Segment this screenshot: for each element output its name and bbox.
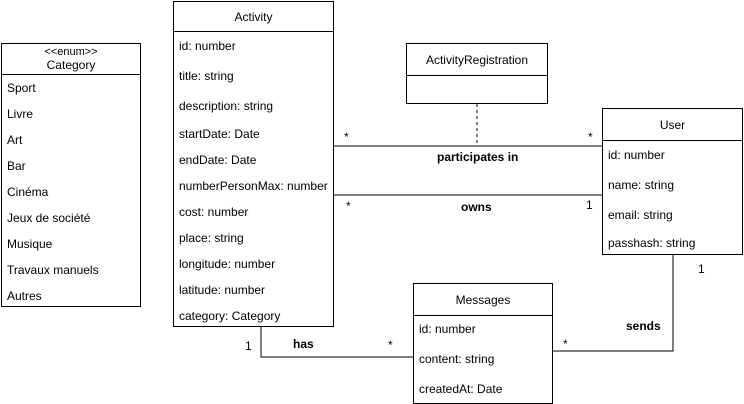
activity-field: longitude: number bbox=[179, 257, 276, 271]
activity-field: latitude: number bbox=[179, 283, 266, 297]
activity-registration-class[interactable]: ActivityRegistration bbox=[406, 43, 548, 104]
user-field: id: number bbox=[608, 148, 665, 162]
activity-field: description: string bbox=[179, 99, 274, 113]
category-stereotype: <<enum>> bbox=[44, 46, 98, 58]
category-value: Livre bbox=[7, 107, 34, 121]
category-value: Musique bbox=[7, 237, 53, 251]
has-activity-multiplicity: 1 bbox=[245, 339, 252, 353]
category-value: Sport bbox=[7, 81, 36, 95]
category-class-name: Category bbox=[46, 58, 96, 72]
sends-messages-multiplicity: * bbox=[563, 337, 568, 351]
messages-field: id: number bbox=[419, 322, 476, 336]
participates-in-label: participates in bbox=[437, 150, 519, 164]
owns-user-multiplicity: 1 bbox=[586, 198, 593, 212]
user-class-header: User bbox=[603, 109, 742, 141]
owns-label: owns bbox=[461, 200, 492, 214]
sends-line bbox=[553, 254, 674, 352]
user-field: passhash: string bbox=[608, 236, 696, 250]
messages-field: content: string bbox=[419, 352, 495, 366]
category-value: Travaux manuels bbox=[7, 263, 99, 277]
activity-field: category: Category bbox=[179, 309, 281, 323]
participates-user-multiplicity: * bbox=[588, 130, 593, 144]
activity-class-header: Activity bbox=[174, 2, 333, 32]
activity-class-name: Activity bbox=[234, 9, 273, 24]
activity-field: numberPersonMax: number bbox=[179, 179, 328, 193]
category-value: Jeux de société bbox=[7, 211, 91, 225]
activity-registration-class-name: ActivityRegistration bbox=[425, 52, 529, 67]
has-messages-multiplicity: * bbox=[388, 338, 393, 352]
activity-field: startDate: Date bbox=[179, 127, 260, 141]
category-value: Cinéma bbox=[7, 185, 49, 199]
user-field: email: string bbox=[608, 208, 673, 222]
category-class-header: <<enum>> Category bbox=[2, 44, 140, 75]
category-value: Art bbox=[7, 133, 23, 147]
participates-activity-multiplicity: * bbox=[344, 130, 349, 144]
sends-label: sends bbox=[626, 319, 661, 333]
messages-class[interactable]: Messages id: number content: string crea… bbox=[413, 283, 553, 404]
messages-class-header: Messages bbox=[414, 284, 552, 316]
activity-field: endDate: Date bbox=[179, 153, 257, 167]
has-label: has bbox=[293, 337, 314, 351]
activity-field: title: string bbox=[179, 69, 234, 83]
category-value: Bar bbox=[7, 159, 26, 173]
messages-class-name: Messages bbox=[455, 292, 511, 307]
activity-registration-class-header: ActivityRegistration bbox=[407, 44, 547, 76]
activity-field: cost: number bbox=[179, 205, 249, 219]
user-class[interactable]: User id: number name: string email: stri… bbox=[602, 108, 743, 255]
has-line bbox=[260, 326, 413, 358]
category-class[interactable]: <<enum>> Category Sport Livre Art Bar Ci… bbox=[1, 43, 141, 307]
user-field: name: string bbox=[608, 178, 675, 192]
messages-field: createdAt: Date bbox=[419, 382, 503, 396]
owns-activity-multiplicity: * bbox=[346, 199, 351, 213]
sends-user-multiplicity: 1 bbox=[698, 262, 705, 276]
activity-field: place: string bbox=[179, 231, 244, 245]
activity-field: id: number bbox=[179, 39, 236, 53]
category-value: Autres bbox=[7, 289, 42, 303]
activity-class[interactable]: Activity id: number title: string descri… bbox=[173, 1, 334, 327]
user-class-name: User bbox=[659, 117, 686, 132]
